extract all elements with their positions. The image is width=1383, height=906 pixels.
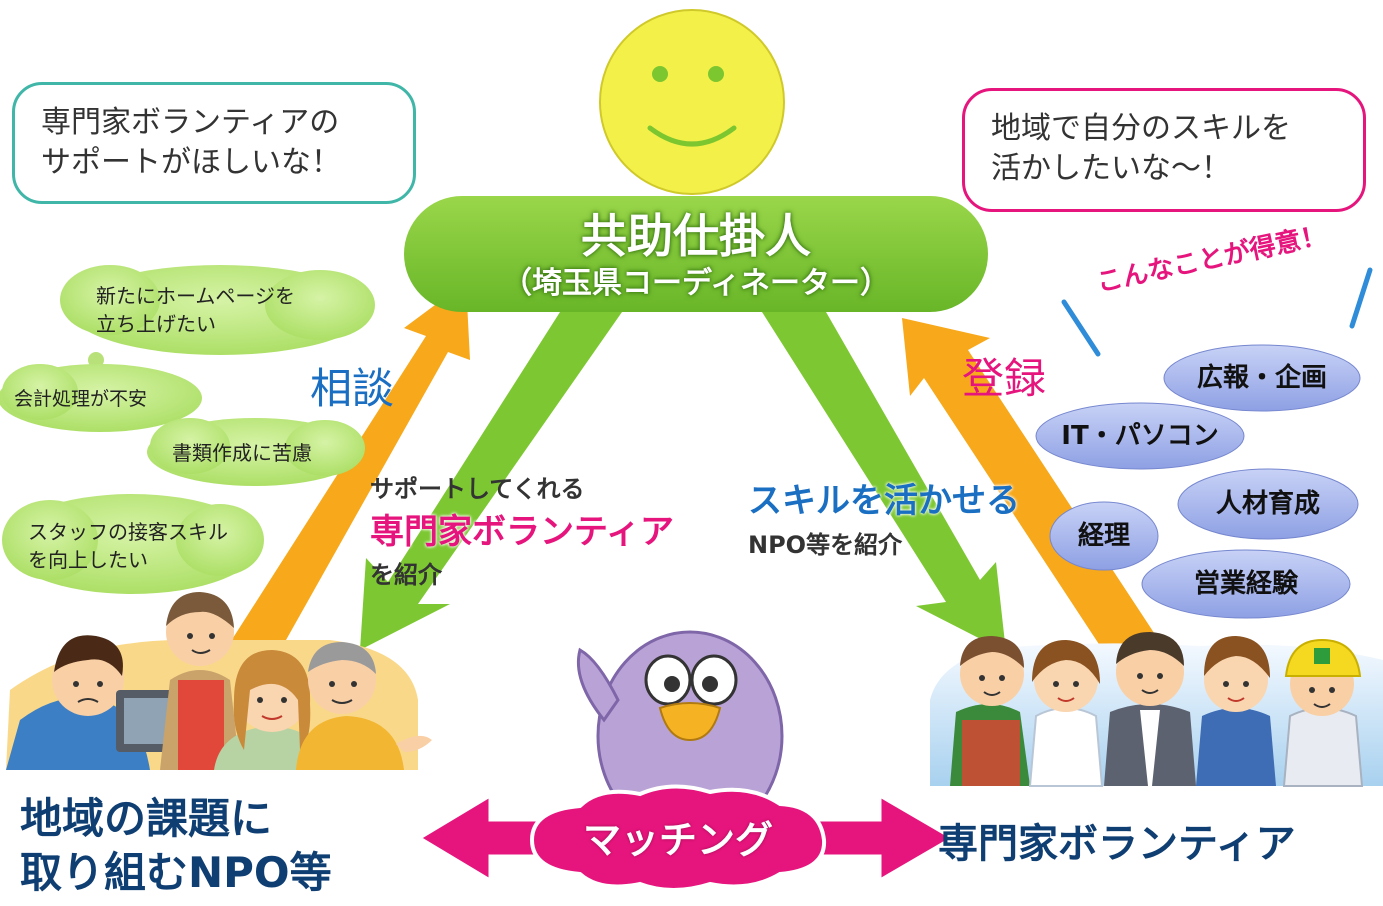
concern-4-line1: スタッフの接客スキル xyxy=(28,520,228,544)
orange-arrow-register xyxy=(902,318,1160,664)
volunteer-speech-bubble: 地域で自分のスキルを 活かしたいな～！ xyxy=(962,88,1366,212)
concern-text-4: スタッフの接客スキル を向上したい xyxy=(28,518,228,574)
concern-text-3: 書類作成に苦慮 xyxy=(172,441,312,465)
concern-1-line1: 新たにホームページを xyxy=(96,284,295,308)
register-label: 登録 xyxy=(962,354,1047,403)
green-arrow-right xyxy=(762,312,1006,652)
concern-cloud-1 xyxy=(60,265,375,383)
npo-label: 地域の課題に 取り組むNPO等 xyxy=(20,792,332,900)
volunteer-people-illustration xyxy=(930,632,1383,787)
npo-people-illustration xyxy=(6,592,432,770)
introduce-volunteer-line2: 専門家ボランティア xyxy=(370,512,674,552)
concern-cloud-2 xyxy=(0,364,202,432)
matching-label: マッチング xyxy=(582,818,773,862)
concern-1-line2: 立ち上げたい xyxy=(96,312,216,336)
skill-accounting: 経理 xyxy=(1077,521,1130,551)
green-arrow-left xyxy=(360,312,622,650)
consult-label: 相談 xyxy=(310,364,395,413)
npo-bubble-line1: 専門家ボランティアの xyxy=(41,105,340,140)
orange-arrow-consult xyxy=(224,282,470,672)
smiley-face-icon xyxy=(599,9,785,195)
skill-hr-development: 人材育成 xyxy=(1215,489,1320,519)
introduce-npo-line2: NPO等を紹介 xyxy=(748,531,903,559)
matching-double-arrow xyxy=(417,784,955,892)
npo-speech-bubble: 専門家ボランティアの サポートがほしいな！ xyxy=(12,82,416,204)
coordinator-box xyxy=(404,196,988,312)
introduce-volunteer-line1: サポートしてくれる xyxy=(370,475,585,503)
skill-pills xyxy=(1035,344,1361,619)
volunteer-bubble-line1: 地域で自分のスキルを xyxy=(991,111,1291,146)
skill-sales-experience: 営業経験 xyxy=(1193,569,1298,599)
concern-cloud-3 xyxy=(147,418,365,486)
npo-label-line1: 地域の課題に xyxy=(20,794,273,843)
concern-text-1: 新たにホームページを 立ち上げたい xyxy=(96,282,295,338)
introduce-npo-line1: スキルを活かせる xyxy=(748,481,1020,521)
concern-cloud-4 xyxy=(2,494,264,594)
volunteer-bubble-line2: 活かしたいな～！ xyxy=(991,151,1231,186)
skill-pr-planning: 広報・企画 xyxy=(1196,363,1327,393)
concern-text-2: 会計処理が不安 xyxy=(14,388,148,410)
npo-bubble-line2: サポートがほしいな！ xyxy=(41,145,341,180)
volunteer-label: 専門家ボランティア xyxy=(938,821,1296,867)
introduce-volunteer-line3: を紹介 xyxy=(370,561,442,589)
skill-it-pc: IT・パソコン xyxy=(1061,421,1219,451)
coordinator-subtitle: （埼玉県コーディネーター） xyxy=(502,266,890,301)
coordinator-title: 共助仕掛人 xyxy=(581,209,811,263)
npo-label-line2: 取り組むNPO等 xyxy=(20,848,332,897)
concern-4-line2: を向上したい xyxy=(28,548,148,572)
